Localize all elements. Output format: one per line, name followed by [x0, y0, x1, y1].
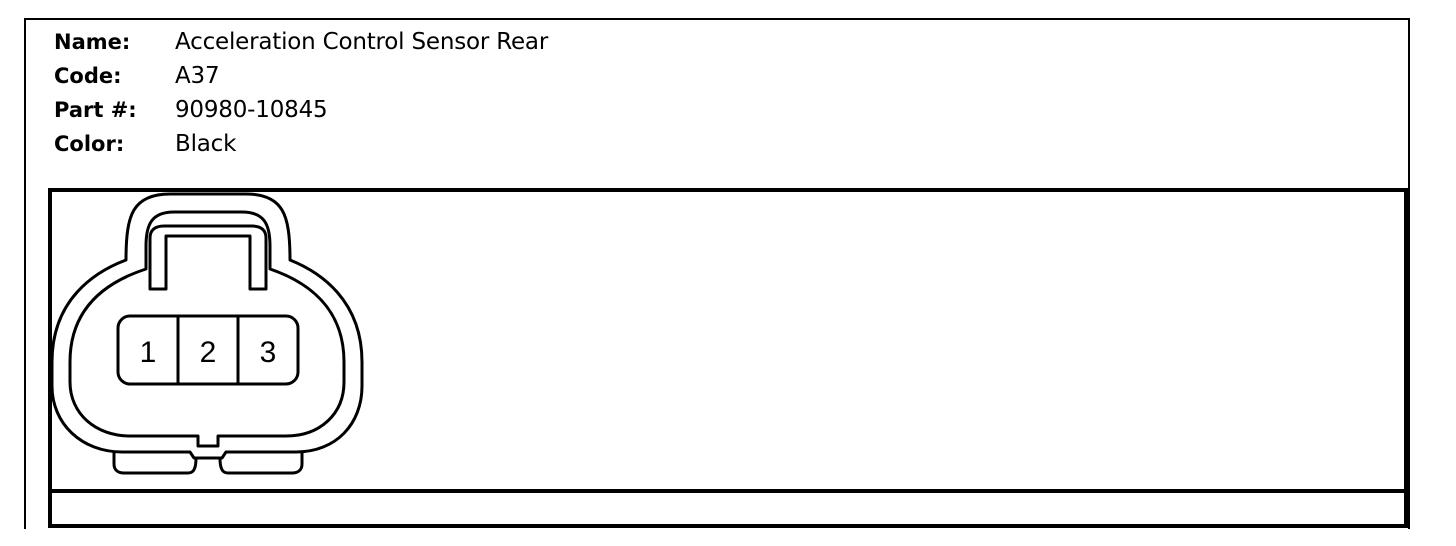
connector-housing-outline: [50, 192, 364, 460]
terminal-cavity-block: [116, 314, 300, 386]
connector-info-frame: [24, 18, 1410, 529]
connector-inner-outline: [68, 210, 346, 448]
color-value: Black: [175, 131, 237, 157]
pin-label-2: 2: [200, 336, 217, 369]
bottom-key-tab-right: [218, 452, 304, 475]
part-value: 90980-10845: [175, 97, 328, 123]
latch-icon: [148, 224, 268, 291]
bottom-key-tab-left: [112, 452, 198, 475]
code-label: Code:: [54, 64, 122, 88]
name-label: Name:: [54, 30, 131, 54]
color-label: Color:: [54, 132, 125, 156]
connector-diagram-frame: [48, 188, 1408, 528]
pin-label-1: 1: [140, 336, 157, 369]
diagram-divider: [48, 489, 1408, 493]
part-label: Part #:: [54, 98, 137, 122]
pin-label-3: 3: [260, 336, 277, 369]
name-value: Acceleration Control Sensor Rear: [175, 29, 549, 55]
code-value: A37: [175, 63, 220, 89]
